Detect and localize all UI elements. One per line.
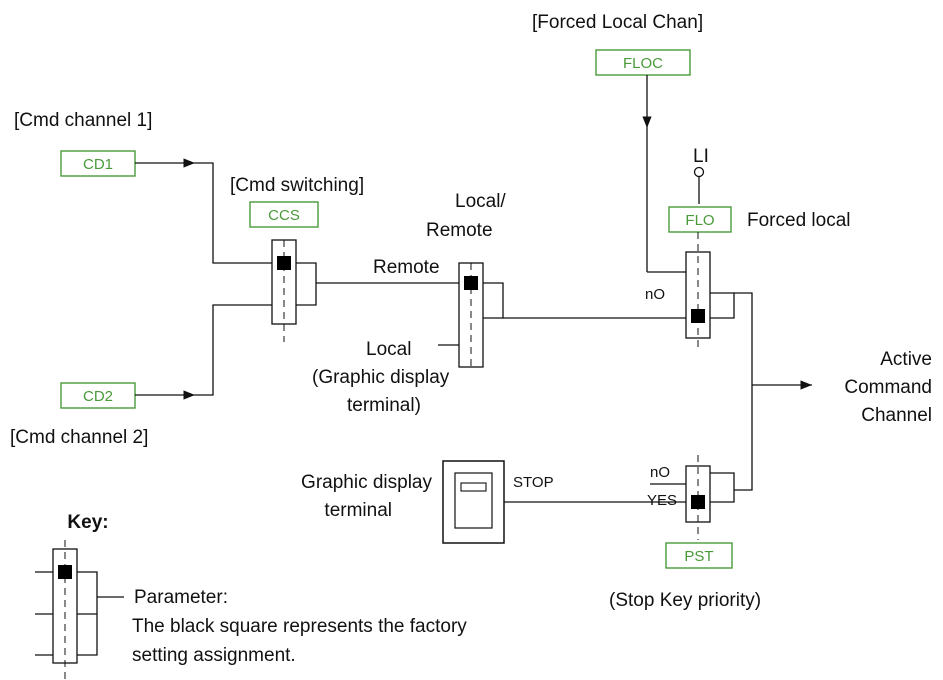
ccs-switch[interactable]: [271, 239, 317, 342]
stop-key-priority-label: (Stop Key priority): [609, 590, 761, 611]
cd1-line: [195, 162, 272, 264]
merge-line: [734, 292, 753, 491]
graphic-display-label-line1: Graphic display: [301, 472, 432, 493]
flo-no-label: nO: [645, 286, 665, 303]
pst-switch[interactable]: [685, 455, 735, 540]
forced-local-label: Forced local: [747, 210, 851, 231]
flo-code: FLO: [685, 212, 714, 229]
forced-local-chan-label: [Forced Local Chan]: [532, 12, 703, 33]
cmd-channel-2-label: [Cmd channel 2]: [10, 427, 148, 448]
cmd-switching-label: [Cmd switching]: [230, 175, 364, 196]
pst-code: PST: [684, 548, 713, 565]
floc-code: FLOC: [623, 55, 663, 72]
graphic-display-terminal-label-line1: (Graphic display: [312, 367, 450, 388]
cd1-parameter-box[interactable]: CD1: [60, 150, 136, 177]
pst-parameter-box[interactable]: PST: [665, 542, 733, 569]
li-input-terminal: [693, 166, 705, 178]
floc-parameter-box[interactable]: FLOC: [595, 49, 691, 76]
cd1-code: CD1: [83, 156, 113, 173]
active-label-line3: Channel: [861, 405, 932, 426]
graphic-display-terminal-label-line2: terminal): [347, 395, 421, 416]
key-description-line2: The black square represents the factory: [132, 616, 467, 637]
local-remote-switch[interactable]: [458, 262, 504, 368]
ccs-parameter-box[interactable]: CCS: [249, 201, 319, 228]
cd2-parameter-box[interactable]: CD2: [60, 382, 136, 409]
cmd-channel-1-label: [Cmd channel 1]: [14, 110, 152, 131]
key-description-line3: setting assignment.: [132, 645, 296, 666]
cd2-code: CD2: [83, 388, 113, 405]
active-label-line2: Command: [844, 377, 932, 398]
local-label: Local: [366, 339, 411, 360]
graphic-display-terminal-icon: [442, 460, 505, 544]
key-description-line1: Parameter:: [134, 587, 228, 608]
pst-no-label: nO: [650, 464, 670, 481]
graphic-display-label-line2: terminal: [324, 500, 392, 521]
remote-label: Remote: [373, 257, 440, 278]
cd2-line: [195, 304, 272, 396]
active-label-line1: Active: [880, 349, 932, 370]
local-remote-label-line1: Local/: [455, 191, 506, 212]
flo-switch[interactable]: [685, 232, 735, 352]
pst-yes-label: YES: [647, 492, 677, 509]
key-switch-symbol: [35, 540, 124, 680]
key-title: Key:: [67, 512, 108, 533]
li-label: LI: [693, 146, 709, 167]
flo-parameter-box[interactable]: FLO: [668, 206, 732, 233]
stop-label: STOP: [513, 474, 554, 491]
ccs-code: CCS: [268, 207, 300, 224]
local-remote-label-line2: Remote: [426, 220, 493, 241]
